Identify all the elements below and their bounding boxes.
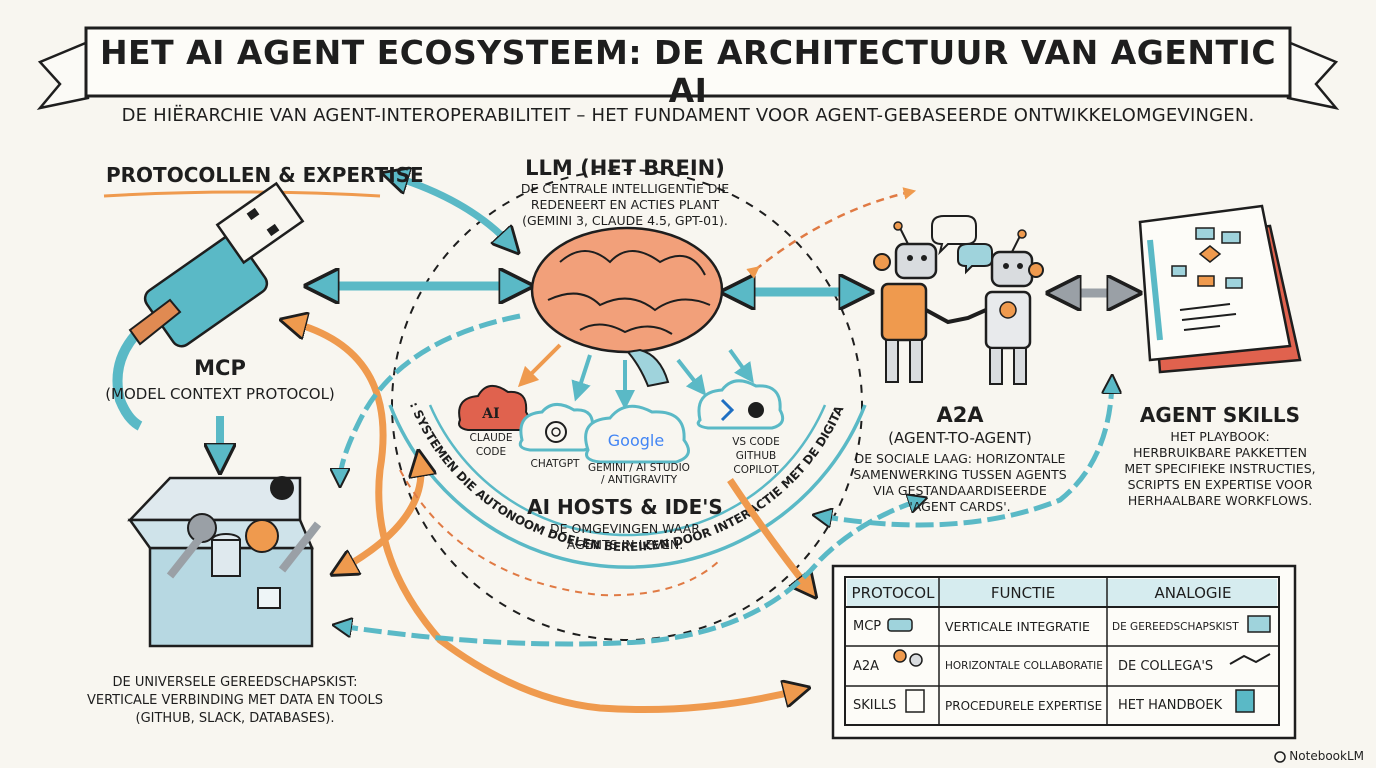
- table-header-analogie: ANALOGIE: [1154, 584, 1232, 602]
- skills-line-4: SCRIPTS EN EXPERTISE VOOR: [1127, 477, 1313, 492]
- table-cell-r1-analogie: DE GEREEDSCHAPSKIST: [1112, 620, 1239, 633]
- watermark: NotebookLM: [1289, 749, 1364, 764]
- host-claude-line-2: CODE: [475, 446, 507, 458]
- protocols-underline: [103, 190, 381, 198]
- llm-title: LLM (HET BREIN): [525, 156, 725, 180]
- protocols-label: PROTOCOLLEN & EXPERTISE: [106, 163, 424, 187]
- host-gemini-line-1: GEMINI / AI STUDIO: [588, 462, 690, 474]
- page-subtitle: DE HIËRARCHIE VAN AGENT-INTEROPERABILITE…: [121, 105, 1255, 126]
- a2a-line-3: VIA GESTANDAARDISEERDE: [873, 483, 1047, 498]
- a2a-line-2: SAMENWERKING TUSSEN AGENTS: [853, 467, 1067, 482]
- svg-text:Google: Google: [608, 431, 664, 450]
- host-claude-line-1: CLAUDE: [469, 432, 513, 444]
- host-gemini-line-2: / ANTIGRAVITY: [600, 474, 678, 486]
- mcp-subtitle: (MODEL CONTEXT PROTOCOL): [105, 385, 335, 403]
- table-cell-r1-protocol: MCP: [853, 619, 882, 634]
- vscode-cloud-icon: [696, 379, 785, 430]
- table-cell-r3-protocol: SKILLS: [853, 698, 897, 713]
- mcp-title: MCP: [194, 356, 246, 380]
- mcp-line-1: DE UNIVERSELE GEREEDSCHAPSKIST:: [112, 675, 358, 690]
- table-cell-r2-analogie: DE COLLEGA'S: [1118, 658, 1214, 674]
- arrow-teal-left-loop: [340, 313, 521, 480]
- notebooklm-logo-icon: [1274, 751, 1286, 763]
- skills-title: AGENT SKILLS: [1139, 403, 1301, 427]
- skills-line-1: HET PLAYBOOK:: [1170, 429, 1270, 444]
- gemini-cloud-icon: Google: [584, 404, 690, 464]
- claude-cloud-icon: AI: [458, 385, 530, 431]
- mcp-line-2: VERTICALE VERBINDING MET DATA EN TOOLS: [86, 693, 384, 708]
- table-header-functie: FUNCTIE: [990, 584, 1056, 602]
- title-banner: [36, 26, 1340, 110]
- svg-text:AI: AI: [481, 406, 499, 422]
- table-cell-r2-protocol: A2A: [853, 658, 880, 674]
- table-cell-r1-functie: VERTICALE INTEGRATIE: [945, 619, 1090, 634]
- arrow-protocols-llm: [392, 176, 512, 246]
- toolbox-icon: [127, 476, 322, 648]
- llm-line-3: (GEMINI 3, CLAUDE 4.5, GPT-01).: [522, 213, 728, 228]
- table-cell-r3-functie: PROCEDURELE EXPERTISE: [945, 698, 1103, 713]
- robots-handshake-icon: [873, 215, 1044, 385]
- chatgpt-cloud-icon: [518, 403, 597, 452]
- llm-line-1: DE CENTRALE INTELLIGENTIE DIE: [520, 181, 730, 196]
- hosts-title: AI HOSTS & IDE'S: [527, 495, 723, 519]
- connector-arrows: [220, 176, 1128, 714]
- skills-line-5: HERHAALBARE WORKFLOWS.: [1127, 493, 1313, 508]
- brain-host-arrows: [517, 343, 754, 410]
- table-cell-r2-functie: HORIZONTALE COLLABORATIE: [945, 660, 1103, 672]
- arrow-dashed-brain-a2a: [746, 187, 917, 279]
- host-vscode-line-3: COPILOT: [733, 464, 779, 476]
- a2a-line-4: 'AGENT CARDS'.: [909, 499, 1011, 514]
- arrow-teal-bottom: [340, 500, 920, 647]
- arrow-dashed-inner: [399, 469, 721, 597]
- usb-plug-icon: [112, 181, 305, 431]
- page-title: HET AI AGENT ECOSYSTEEM: DE ARCHITECTUUR…: [99, 33, 1277, 110]
- mcp-line-3: (GITHUB, SLACK, DATABASES).: [135, 711, 335, 726]
- a2a-line-1: DE SOCIALE LAAG: HORIZONTALE: [854, 451, 1066, 466]
- skills-line-2: HERBRUIKBARE PAKKETTEN: [1133, 445, 1307, 460]
- a2a-title: A2A: [936, 403, 984, 427]
- skills-line-3: MET SPECIFIEKE INSTRUCTIES,: [1124, 461, 1316, 476]
- table-cell-r3-analogie: HET HANDBOEK: [1118, 698, 1223, 713]
- playbook-book-icon: [1138, 204, 1302, 374]
- hosts-line-1: DE OMGEVINGEN WAAR: [549, 521, 700, 536]
- comparison-table-frame: [831, 564, 1297, 740]
- hosts-line-2: AGENTS IN LEVEN.: [566, 537, 684, 552]
- llm-line-2: REDENEERT EN ACTIES PLANT: [530, 197, 720, 212]
- table-header-protocol: PROTOCOL: [851, 584, 935, 602]
- host-chatgpt: CHATGPT: [530, 458, 580, 470]
- host-vscode-line-1: VS CODE: [732, 436, 780, 448]
- host-vscode-line-2: GITHUB: [735, 450, 777, 462]
- arrow-teal-skills: [820, 382, 1112, 525]
- brain-icon: [530, 226, 724, 388]
- a2a-subtitle: (AGENT-TO-AGENT): [888, 429, 1032, 447]
